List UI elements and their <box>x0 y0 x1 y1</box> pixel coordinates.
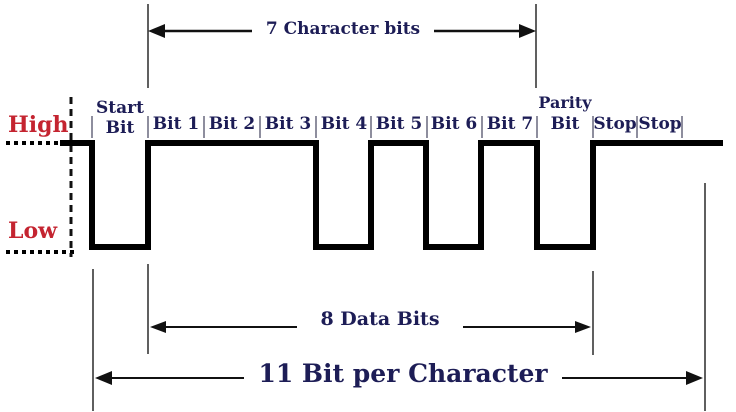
data-bits-arrowhead-left-icon <box>150 321 166 333</box>
bit-2-label: Bit 2 <box>208 114 256 134</box>
bit-1-label: Bit 1 <box>152 114 200 134</box>
char-bits-arrowhead-left-icon <box>148 24 165 38</box>
char-bits-arrowhead-right-icon <box>519 24 536 38</box>
total-bits-arrowhead-right-icon <box>686 371 703 385</box>
parity-label: Parity <box>538 93 592 112</box>
low-level-label: Low <box>8 218 58 244</box>
start-bit-label-line2: Bit <box>105 118 135 138</box>
bit-7-label: Bit 7 <box>486 114 534 134</box>
stop-bit-2-label: Stop <box>638 114 682 134</box>
bit-3-label: Bit 3 <box>264 114 312 134</box>
signal-waveform <box>60 140 723 250</box>
bit-4-label: Bit 4 <box>320 114 368 134</box>
bit-separator-pipes <box>91 116 683 138</box>
total-bits-arrowhead-left-icon <box>95 371 112 385</box>
parity-bit-label: Bit <box>550 114 580 134</box>
data-bits-arrowhead-right-icon <box>575 321 591 333</box>
high-level-label: High <box>8 112 69 138</box>
eleven-bit-per-character-label: 11 Bit per Character <box>244 359 562 388</box>
eight-data-bits-label: 8 Data Bits <box>297 308 463 330</box>
seven-character-bits-label: 7 Character bits <box>252 19 434 39</box>
stop-bit-1-label: Stop <box>593 114 637 134</box>
bit-5-label: Bit 5 <box>375 114 423 134</box>
start-bit-label: Start Bit <box>91 98 149 138</box>
start-bit-label-line1: Start <box>96 98 144 118</box>
bit-6-label: Bit 6 <box>430 114 478 134</box>
